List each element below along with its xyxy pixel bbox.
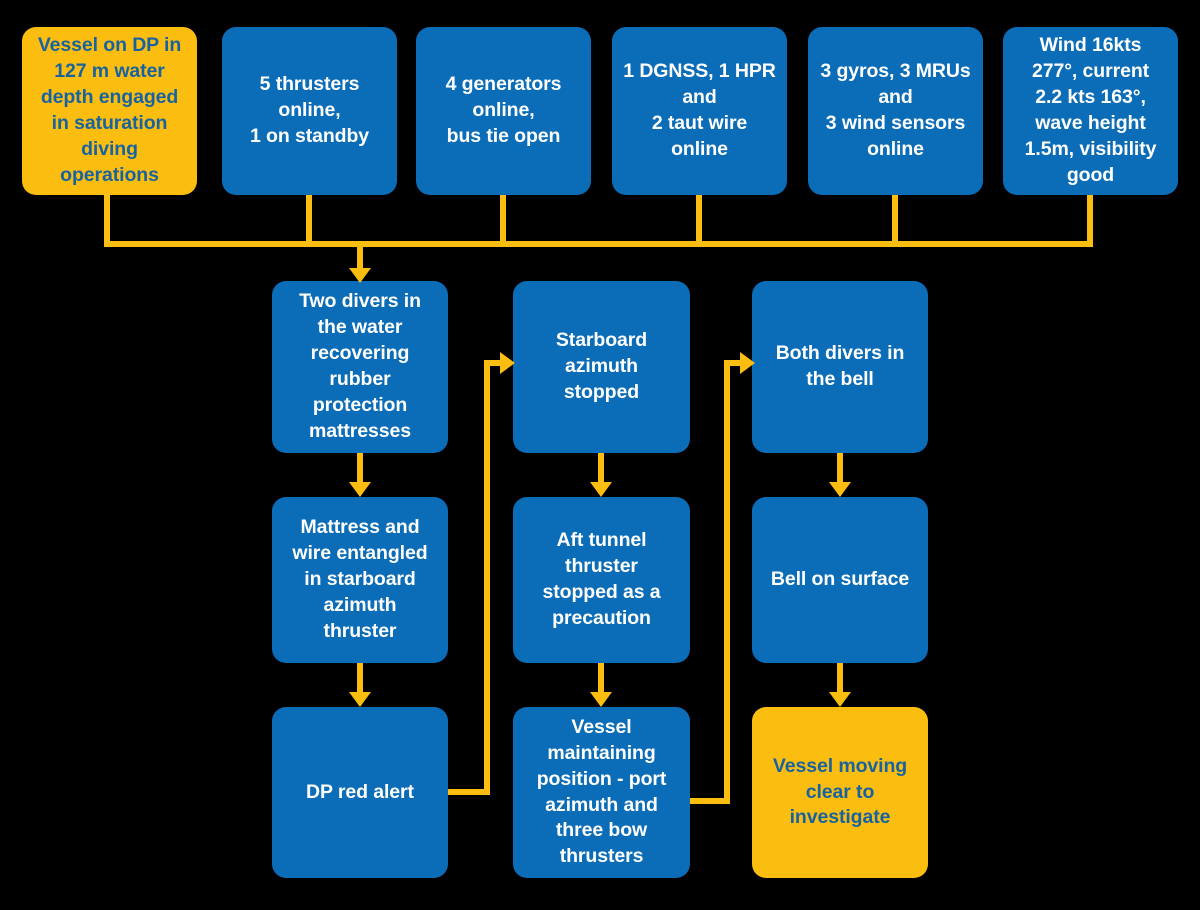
- connector-redalert-out: [448, 789, 490, 795]
- node-divers-in-water-label: Two divers in the water recovering rubbe…: [299, 290, 421, 442]
- node-vessel-maintaining-position[interactable]: Vessel maintaining position - port azimu…: [513, 707, 690, 878]
- node-divers-in-water[interactable]: Two divers in the water recovering rubbe…: [272, 281, 448, 453]
- node-both-divers-in-bell-label: Both divers in the bell: [775, 342, 905, 390]
- arrow-starboard-to-aft: [590, 482, 612, 497]
- connector-maintaining-riser: [724, 360, 730, 804]
- connector-divers-to-mattress: [357, 453, 363, 483]
- connector-thrusters-stub: [306, 195, 312, 247]
- connector-initial-state-stub: [104, 195, 110, 247]
- node-mattress-entangled[interactable]: Mattress and wire entangled in starboard…: [272, 497, 448, 663]
- connector-position-references-stub: [696, 195, 702, 247]
- node-starboard-azimuth-stopped-label: Starboard azimuth stopped: [555, 329, 648, 403]
- connector-bothdivers-to-bellsurface: [837, 453, 843, 483]
- arrow-bus-to-divers: [349, 268, 371, 283]
- node-thrusters[interactable]: 5 thrusters online, 1 on standby: [222, 27, 397, 195]
- node-sensors-label: 3 gyros, 3 MRUs and 3 wind sensors onlin…: [820, 60, 971, 160]
- node-aft-tunnel-thruster-stopped[interactable]: Aft tunnel thruster stopped as a precaut…: [513, 497, 690, 663]
- node-both-divers-in-bell[interactable]: Both divers in the bell: [752, 281, 928, 453]
- node-vessel-moving-clear-label: Vessel moving clear to investigate: [772, 754, 908, 829]
- node-generators-label: 4 generators online, bus tie open: [445, 73, 562, 147]
- node-initial-state-label: Vessel on DP in 127 m water depth engage…: [37, 34, 182, 186]
- node-dp-red-alert-label: DP red alert: [306, 780, 414, 803]
- arrow-aft-to-maintaining: [590, 692, 612, 707]
- node-environment[interactable]: Wind 16kts 277°, current 2.2 kts 163°, w…: [1003, 27, 1178, 195]
- node-vessel-maintaining-position-label: Vessel maintaining position - port azimu…: [536, 715, 667, 868]
- node-aft-tunnel-thruster-stopped-label: Aft tunnel thruster stopped as a precaut…: [542, 529, 661, 629]
- connector-maintaining-out: [690, 798, 730, 804]
- node-dp-red-alert[interactable]: DP red alert: [272, 707, 448, 878]
- node-thrusters-label: 5 thrusters online, 1 on standby: [249, 73, 370, 147]
- connector-generators-stub: [500, 195, 506, 247]
- connector-aft-to-maintaining: [598, 663, 604, 693]
- connector-mattress-to-redalert: [357, 663, 363, 693]
- node-bell-on-surface-label: Bell on surface: [770, 568, 910, 591]
- node-position-references[interactable]: 1 DGNSS, 1 HPR and 2 taut wire online: [612, 27, 787, 195]
- arrow-bothdivers-to-bellsurface: [829, 482, 851, 497]
- node-mattress-entangled-label: Mattress and wire entangled in starboard…: [292, 516, 428, 642]
- connector-sensors-stub: [892, 195, 898, 247]
- node-sensors[interactable]: 3 gyros, 3 MRUs and 3 wind sensors onlin…: [808, 27, 983, 195]
- connector-top-bus: [104, 241, 1093, 247]
- connector-starboard-to-aft: [598, 453, 604, 483]
- node-vessel-moving-clear[interactable]: Vessel moving clear to investigate: [752, 707, 928, 878]
- arrow-divers-to-mattress: [349, 482, 371, 497]
- connector-bellsurface-to-movingclear: [837, 663, 843, 693]
- connector-environment-stub: [1087, 195, 1093, 247]
- connector-redalert-to-starboard: [484, 360, 506, 366]
- node-bell-on-surface[interactable]: Bell on surface: [752, 497, 928, 663]
- arrow-mattress-to-redalert: [349, 692, 371, 707]
- connector-maintaining-to-bell: [724, 360, 746, 366]
- connector-bus-to-divers: [357, 241, 363, 273]
- node-position-references-label: 1 DGNSS, 1 HPR and 2 taut wire online: [623, 60, 776, 160]
- node-environment-label: Wind 16kts 277°, current 2.2 kts 163°, w…: [1024, 34, 1157, 186]
- arrow-maintaining-to-bell: [740, 352, 755, 374]
- node-starboard-azimuth-stopped[interactable]: Starboard azimuth stopped: [513, 281, 690, 453]
- node-generators[interactable]: 4 generators online, bus tie open: [416, 27, 591, 195]
- arrow-redalert-to-starboard: [500, 352, 515, 374]
- connector-redalert-riser: [484, 360, 490, 795]
- node-initial-state[interactable]: Vessel on DP in 127 m water depth engage…: [22, 27, 197, 195]
- arrow-bellsurface-to-movingclear: [829, 692, 851, 707]
